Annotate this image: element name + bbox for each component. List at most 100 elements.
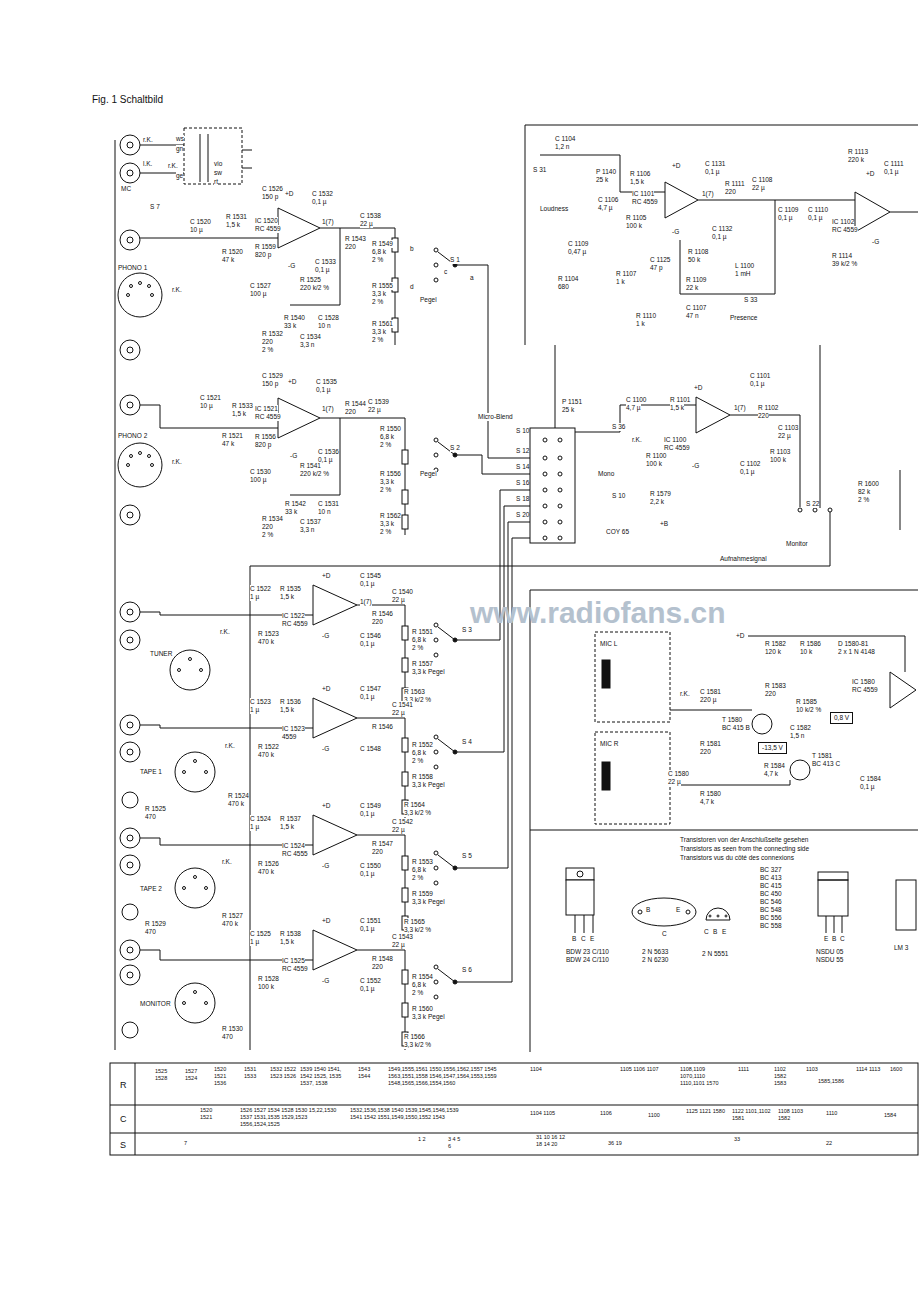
component-label: R 1107	[616, 270, 636, 278]
component-label: C 1520	[190, 218, 211, 226]
component-label: R 1554	[412, 973, 433, 981]
component-label: R 1564	[404, 801, 425, 809]
component-label: S 1	[450, 256, 460, 264]
component-label: C 1535	[316, 378, 337, 386]
component-label: Presence	[730, 314, 757, 322]
table-cell: 1104	[530, 1066, 542, 1073]
component-label: +D	[322, 802, 331, 810]
table-cell: 1526 1527 1534 1528 1530 15,22,1530 1537…	[240, 1107, 340, 1128]
component-label: +D	[322, 917, 331, 925]
component-label: 2 %	[262, 531, 273, 539]
table-cell: 36 19	[608, 1140, 622, 1147]
component-label: 220 k	[848, 156, 864, 164]
component-label: MC	[121, 185, 131, 193]
component-label: E	[676, 906, 680, 914]
component-label: 1,5 k	[670, 404, 684, 412]
component-label: E	[824, 935, 828, 943]
component-label: P 1151	[562, 398, 582, 406]
component-label: r.K.	[172, 286, 182, 294]
table-cell: 1543 1544	[358, 1066, 380, 1080]
component-label: R 1557	[412, 660, 433, 668]
component-label: S 18	[516, 495, 529, 503]
component-label: C 1107	[686, 304, 706, 312]
component-label: C 1531	[318, 500, 339, 508]
component-label: 220 k/2 %	[300, 284, 329, 292]
component-label: E	[722, 928, 726, 936]
component-label: RC 4559	[664, 444, 690, 452]
component-label: R 1556	[255, 433, 276, 441]
component-label: +D	[285, 190, 294, 198]
component-label: C 1109	[568, 240, 588, 248]
component-label: 0,1 µ	[884, 168, 899, 176]
component-label: R 1100	[646, 452, 666, 460]
component-label: NSDU 55	[816, 956, 843, 964]
component-label: NSDU 05	[816, 948, 843, 956]
component-label: 6,8 k	[412, 749, 426, 757]
component-label: 220	[725, 188, 736, 196]
component-label: C 1131	[705, 160, 725, 168]
component-label: C 1104	[555, 135, 575, 143]
component-label: IC 1520	[255, 217, 278, 225]
component-label: C 1534	[300, 333, 321, 341]
figure-title: Fig. 1 Schaltbild	[92, 94, 163, 106]
component-label: r.K.	[168, 162, 178, 170]
component-label: 0,1 µ	[360, 985, 375, 993]
component-label: 0,1 µ	[860, 783, 875, 791]
component-label: c	[444, 268, 447, 276]
component-label: 3,3 k	[380, 520, 394, 528]
table-cell: 1106	[600, 1110, 612, 1117]
component-label: L 1100	[735, 262, 754, 270]
table-cell: 1122 1101,1102 1581	[732, 1108, 776, 1122]
component-label: 2 N 5633	[642, 948, 668, 956]
component-label: RC 4559	[255, 225, 281, 233]
component-label: 220 k/2 %	[300, 470, 329, 478]
component-label: T 1580	[722, 716, 742, 724]
table-cell: 1600	[890, 1066, 902, 1073]
component-label: 10 µ	[200, 402, 213, 410]
component-label: C 1521	[200, 394, 221, 402]
component-label: 220 µ	[700, 696, 716, 704]
table-cell: 7	[184, 1140, 187, 1147]
component-label: 4,7 µ	[598, 204, 613, 212]
component-label: gn	[176, 145, 183, 153]
component-label: R 1101	[670, 396, 690, 404]
component-label: 0,1 µ	[778, 214, 793, 222]
component-label: 3,3 k	[380, 478, 394, 486]
component-label: C 1532	[312, 190, 333, 198]
component-label: 0,1 µ	[750, 380, 765, 388]
table-cell: 33	[734, 1136, 740, 1143]
component-label: R 1104	[558, 275, 578, 283]
component-label: S 12	[516, 447, 529, 455]
component-label: R 1548	[372, 955, 393, 963]
component-label: 2 %	[380, 441, 391, 449]
table-cell: 1110	[826, 1110, 837, 1117]
component-label: 470 k	[222, 920, 238, 928]
component-label: 1,5 k	[226, 221, 240, 229]
watermark: www.radiofans.cn	[470, 596, 726, 630]
component-label: l.K.	[143, 160, 152, 168]
component-label: BC 556	[760, 914, 782, 922]
component-label: S 16	[516, 479, 529, 487]
table-cell: 1102 1582 1583	[774, 1066, 796, 1087]
component-label: TAPE 2	[140, 885, 162, 893]
component-label: R 1566	[404, 1033, 425, 1041]
component-label: 1(7)	[734, 404, 746, 412]
component-label: BC 415	[760, 882, 782, 890]
component-label: R 1559	[255, 243, 276, 251]
component-label: 150 p	[262, 380, 278, 388]
component-label: 0,1 µ	[316, 386, 331, 394]
component-label: BC 558	[760, 922, 782, 930]
component-label: Loudness	[540, 205, 568, 213]
component-label: R 1551	[412, 628, 433, 636]
component-label: C 1125	[650, 256, 670, 264]
component-label: IC 1522	[282, 612, 305, 620]
component-label: 39 k/2 %	[832, 260, 857, 268]
component-label: 1,2 n	[555, 143, 569, 151]
component-label: BDW 24 C/110	[566, 956, 609, 964]
table-cell: 1104 1105	[530, 1110, 570, 1117]
table-cell: 1114 1113	[856, 1066, 884, 1073]
component-label: RC 4559	[282, 620, 308, 628]
component-label: B	[572, 935, 576, 943]
component-label: 50 k	[688, 256, 700, 264]
component-label: 10 k	[800, 648, 812, 656]
